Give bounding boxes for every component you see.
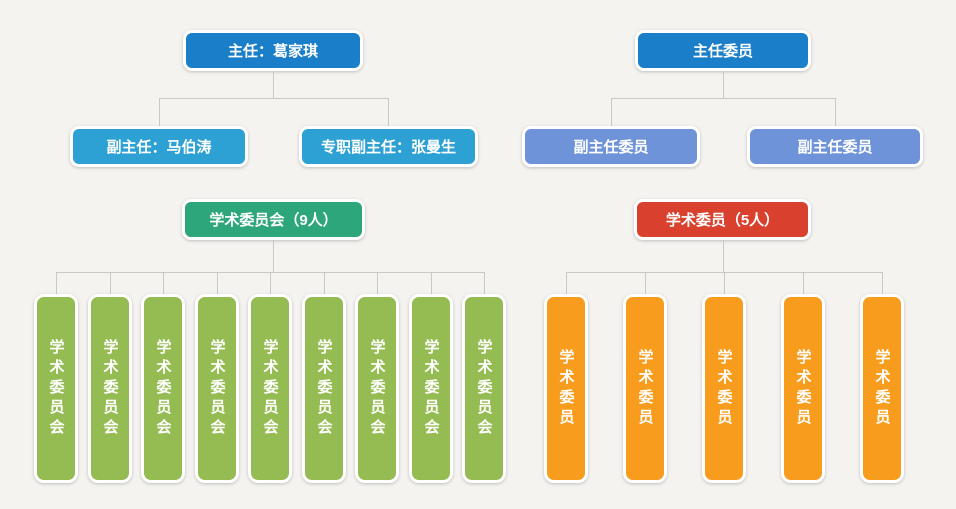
academic-member-node: 学术委员 <box>544 294 588 483</box>
connector-line <box>723 71 724 98</box>
connector-line <box>835 98 836 126</box>
academic-committee-member-node: 学术委员会 <box>462 294 506 483</box>
academic-committee-member-node: 学术委员会 <box>34 294 78 483</box>
connector-line <box>723 240 724 272</box>
connector-line <box>217 272 218 294</box>
connector-line <box>388 98 389 126</box>
academic-committee-member-node: 学术委员会 <box>302 294 346 483</box>
connector-line <box>803 272 804 294</box>
academic-member-root-node: 学术委员（5人） <box>634 199 811 240</box>
connector-line <box>163 272 164 294</box>
director-root-node: 主任：葛家琪 <box>183 30 363 71</box>
connector-line <box>377 272 378 294</box>
connector-line <box>611 98 835 99</box>
connector-line <box>484 272 485 294</box>
academic-member-node: 学术委员 <box>623 294 667 483</box>
connector-line <box>611 98 612 126</box>
connector-line <box>56 272 57 294</box>
academic-committee-member-node: 学术委员会 <box>88 294 132 483</box>
academic-committee-member-node: 学术委员会 <box>355 294 399 483</box>
connector-line <box>273 71 274 98</box>
academic-committee-member-node: 学术委员会 <box>195 294 239 483</box>
vice-chairman-node: 副主任委员 <box>747 126 923 167</box>
connector-line <box>724 272 725 294</box>
connector-line <box>566 272 567 294</box>
connector-line <box>645 272 646 294</box>
academic-committee-member-node: 学术委员会 <box>248 294 292 483</box>
chairman-root-node: 主任委员 <box>635 30 811 71</box>
deputy-director-node: 副主任：马伯涛 <box>70 126 248 167</box>
connector-line <box>324 272 325 294</box>
academic-committee-member-node: 学术委员会 <box>141 294 185 483</box>
vice-chairman-node: 副主任委员 <box>522 126 700 167</box>
academic-committee-member-node: 学术委员会 <box>409 294 453 483</box>
connector-line <box>273 240 274 272</box>
connector-line <box>159 98 160 126</box>
academic-member-node: 学术委员 <box>781 294 825 483</box>
fulltime-deputy-director-node: 专职副主任：张曼生 <box>299 126 478 167</box>
academic-member-node: 学术委员 <box>702 294 746 483</box>
academic-member-node: 学术委员 <box>860 294 904 483</box>
connector-line <box>431 272 432 294</box>
academic-committee-root-node: 学术委员会（9人） <box>182 199 365 240</box>
connector-line <box>159 98 389 99</box>
connector-line <box>270 272 271 294</box>
connector-line <box>110 272 111 294</box>
connector-line <box>882 272 883 294</box>
